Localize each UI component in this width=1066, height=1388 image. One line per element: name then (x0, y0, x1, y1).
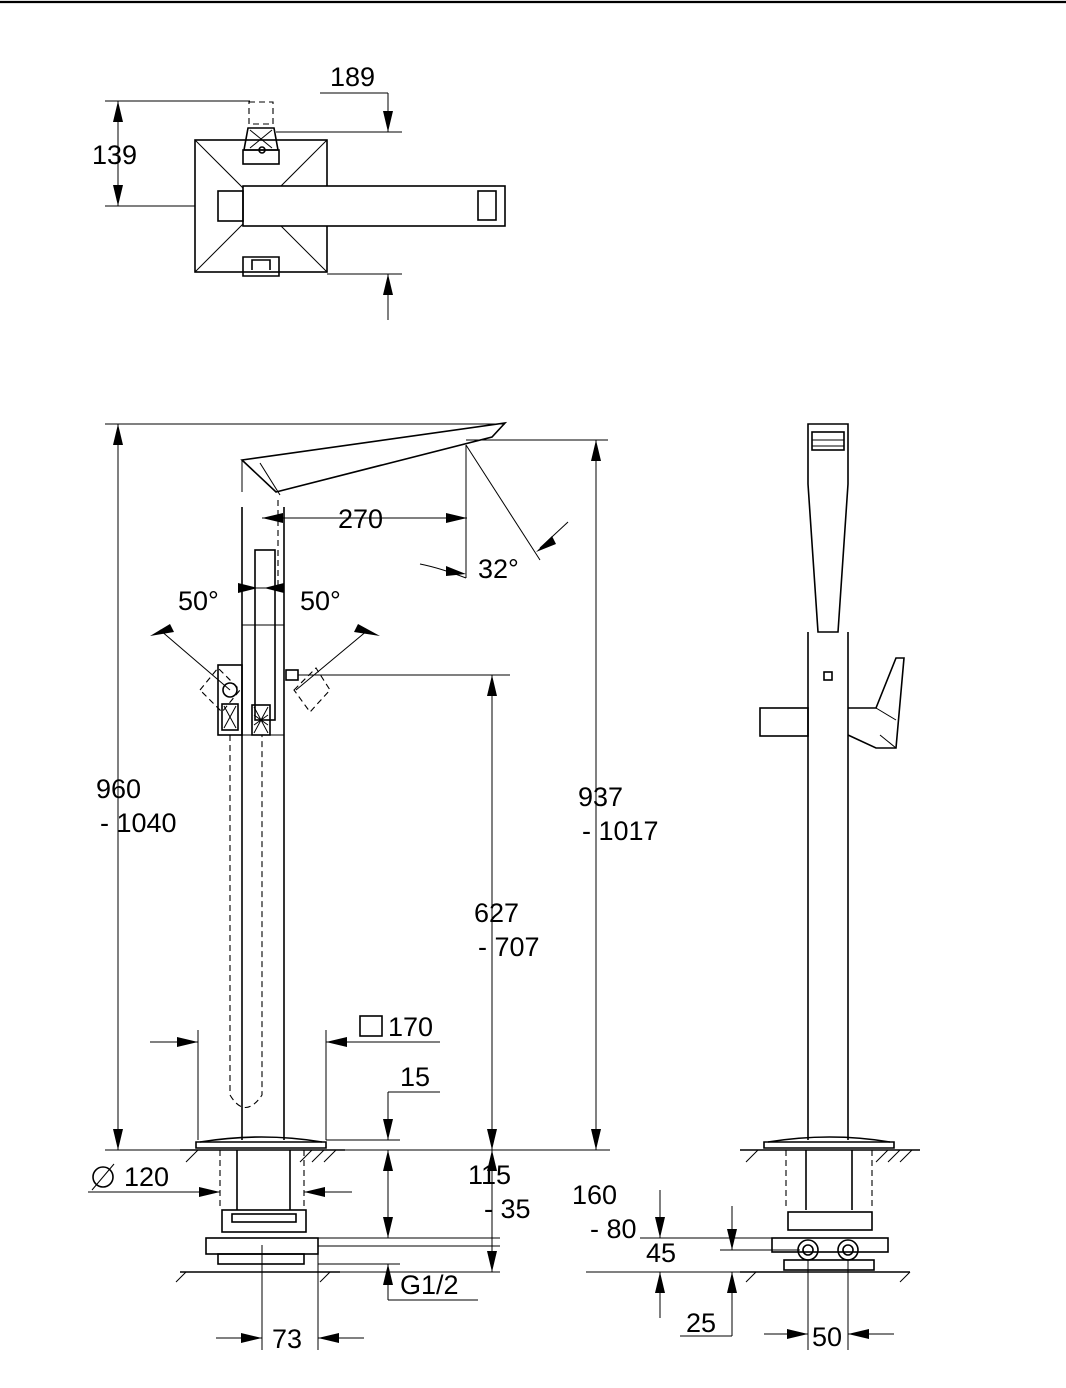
dim-thread: G1/2 (400, 1270, 459, 1300)
dim-install-depth-c: 160 (572, 1180, 617, 1210)
front-view (88, 421, 610, 1350)
dim-install-depth-a: 115 (468, 1160, 511, 1190)
dim-total-height-a: 960 (96, 774, 141, 804)
dim-handle-height-b: - 707 (478, 932, 540, 962)
dim-install-depth-b: - 35 (484, 1194, 531, 1224)
dim-connection-spacing: 50 (812, 1322, 842, 1352)
dim-swivel-left: 50° (178, 586, 219, 616)
top-view (105, 92, 506, 320)
side-view (586, 423, 920, 1350)
dim-base-plate: 15 (400, 1062, 430, 1092)
dim-outlet-height-a: 937 (578, 782, 623, 812)
dim-total-height-b: - 1040 (100, 808, 177, 838)
dim-pipe-spacing: 73 (272, 1324, 302, 1354)
dim-base-square: 170 (388, 1012, 433, 1042)
dim-flange-diameter: 120 (124, 1162, 169, 1192)
dim-swivel-right: 50° (300, 586, 341, 616)
dim-install-depth-d: - 80 (590, 1214, 637, 1244)
dim-spout-reach: 270 (338, 504, 383, 534)
dim-top-depth: 139 (92, 140, 137, 170)
dim-handle-height-a: 627 (474, 898, 519, 928)
dim-top-width: 189 (330, 62, 375, 92)
dim-outlet-height-b: - 1017 (582, 816, 659, 846)
dim-spout-angle: 32° (478, 554, 519, 584)
dim-connection-height: 45 (646, 1238, 676, 1268)
dim-floor-offset: 25 (686, 1308, 716, 1338)
